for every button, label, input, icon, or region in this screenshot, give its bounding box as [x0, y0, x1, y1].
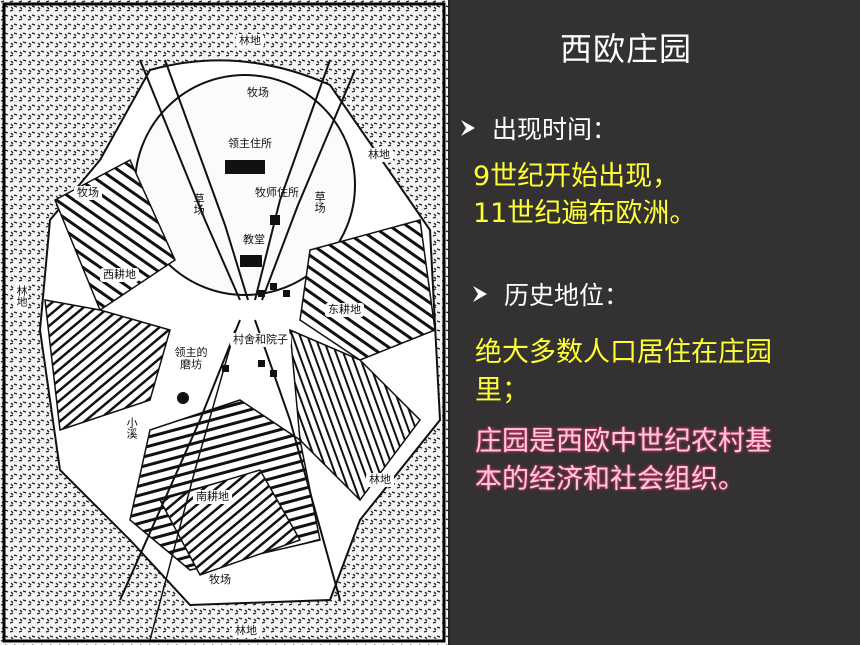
arrow-bullet-icon [458, 118, 478, 138]
label-pasture-mid-left: 草场 [192, 193, 206, 215]
status-line-2: 里； [475, 375, 529, 406]
label-brook: 小溪 [125, 417, 139, 439]
label-forest-top: 林地 [236, 34, 264, 49]
status-line-1: 绝大多数人口居住在庄园 [475, 337, 772, 368]
arrow-bullet-icon [470, 284, 490, 304]
manor-map: 林地 牧场 领主住所 林地 牧师住所 牧场 草场 草场 教堂 西耕地 林地 东耕… [0, 0, 450, 645]
label-village: 村舍和院子 [230, 333, 291, 348]
label-pasture-mid-right: 草场 [313, 191, 327, 213]
label-pasture-bottom: 牧场 [206, 573, 234, 588]
time-line-1: 9世纪开始出现， [473, 161, 680, 192]
label-forest-bottom: 林地 [232, 624, 260, 639]
manor-map-drawing [0, 0, 448, 645]
label-pasture-top: 牧场 [247, 86, 269, 99]
lord-residence-building [225, 160, 265, 174]
time-line-2: 11世纪遍布欧洲。 [473, 198, 697, 229]
east-field-strip-1 [299, 219, 436, 361]
label-lord-residence: 领主住所 [228, 137, 272, 150]
status-line-4: 本的经济和社会组织。 [475, 464, 745, 495]
label-forest-right-top: 林地 [365, 148, 393, 163]
label-forest-right-bottom: 林地 [366, 473, 394, 488]
label-east-field: 东耕地 [325, 303, 364, 318]
section-status-heading: 历史地位： [470, 276, 629, 312]
label-pastor-residence: 牧师住所 [255, 186, 299, 199]
heading-text: 出现时间： [492, 115, 618, 144]
church-building [240, 255, 262, 267]
label-south-field: 南耕地 [193, 490, 232, 505]
pastor-house [270, 215, 280, 225]
mill-symbol [177, 392, 189, 404]
east-field-strip-2 [289, 328, 421, 502]
slide-title: 西欧庄园 [560, 30, 693, 68]
west-field-strip-2 [44, 299, 171, 432]
label-church: 教堂 [243, 233, 265, 246]
label-lord-mill: 领主的磨坊 [168, 346, 214, 373]
label-forest-left: 林地 [14, 282, 29, 310]
label-pasture-left: 牧场 [74, 186, 102, 201]
heading-text: 历史地位： [504, 281, 630, 310]
status-line-3: 庄园是西欧中世纪农村基 [475, 426, 772, 457]
section-time-heading: 出现时间： [458, 110, 617, 146]
label-west-field: 西耕地 [100, 268, 139, 283]
